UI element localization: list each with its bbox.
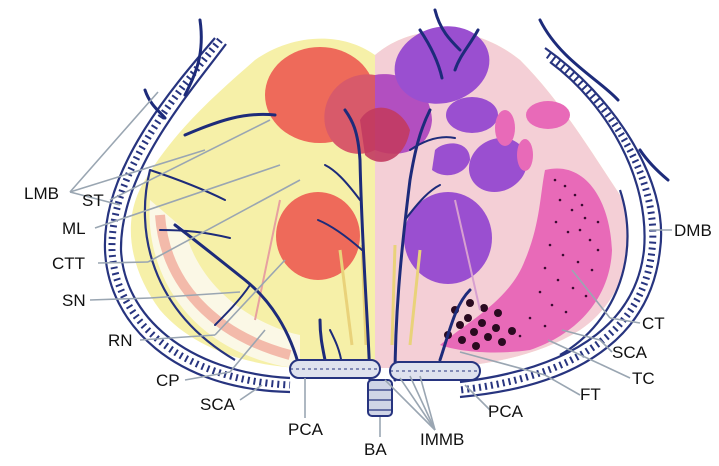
label-dmb: DMB [674,221,712,240]
label-ba: BA [364,440,387,459]
label-ft: FT [580,385,601,404]
label-lmb: LMB [24,184,59,203]
label-st: ST [82,191,104,210]
right-small-nucleus-a [495,110,515,146]
basal-arteries [290,360,480,416]
label-cp: CP [156,371,180,390]
label-ct: CT [642,314,665,333]
label-tc: TC [632,369,655,388]
label-immb: IMMB [420,430,464,449]
label-rn: RN [108,331,133,350]
right-small-nucleus-c [526,101,570,129]
label-ml: ML [62,219,86,238]
label-sn: SN [62,291,86,310]
right-small-nucleus-b [517,139,533,171]
label-pca-left: PCA [288,420,324,439]
label-sca-left: SCA [200,395,236,414]
right-tectal-small [446,97,498,133]
label-ctt: CTT [52,254,85,273]
label-pca-right: PCA [488,402,524,421]
label-sca-right: SCA [612,343,648,362]
left-red-nucleus [276,192,360,280]
